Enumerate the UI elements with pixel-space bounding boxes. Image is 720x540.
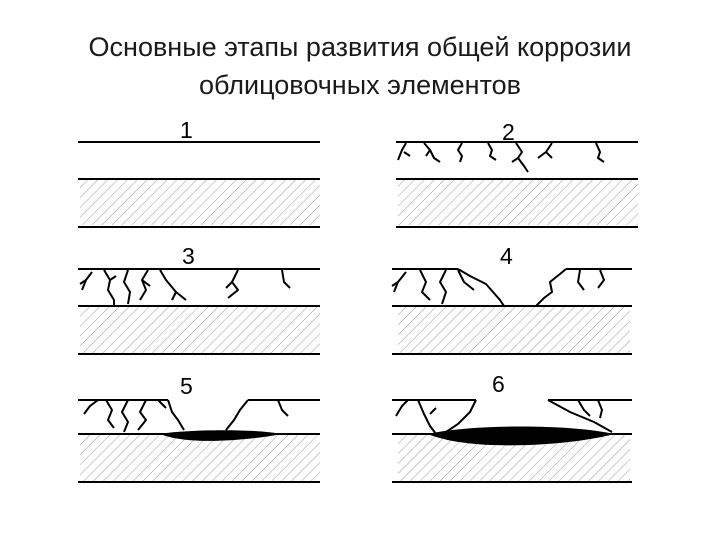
pit-edge <box>445 399 477 433</box>
stage-5-panel: 5 <box>78 373 320 483</box>
pit-edge <box>535 268 567 307</box>
deep-cracks <box>79 269 291 306</box>
stage-1-panel: 1 <box>78 117 320 228</box>
stage-2-number: 2 <box>502 119 515 145</box>
substrate-hatch <box>80 179 320 225</box>
stage-1-number: 1 <box>180 117 193 143</box>
pit-edge <box>225 399 249 431</box>
deep-cracks <box>391 269 605 305</box>
substrate-hatch <box>398 179 638 225</box>
pit-edge <box>457 268 505 307</box>
title-line-2: облицовочных элементов <box>199 70 521 100</box>
corrosion-lens <box>428 426 614 446</box>
deep-cracks <box>83 399 289 433</box>
substrate-hatch <box>398 306 630 353</box>
stage-6-number: 6 <box>492 371 505 397</box>
substrate-hatch <box>80 434 320 481</box>
pit-edge <box>547 399 613 433</box>
stage-2-panel: 2 <box>396 119 638 228</box>
stage-3-panel: 3 <box>78 243 320 355</box>
stage-4-panel: 4 <box>391 243 632 355</box>
diagram-title: Основные этапы развития общей коррозии о… <box>0 28 720 104</box>
deep-cracks <box>395 399 603 435</box>
surface-cracks <box>397 142 605 173</box>
stage-3-number: 3 <box>182 243 195 269</box>
substrate-hatch <box>80 306 320 353</box>
stage-5-number: 5 <box>180 373 193 399</box>
corrosion-lens <box>160 430 282 441</box>
title-line-1: Основные этапы развития общей коррозии <box>88 32 632 62</box>
pit-edge <box>167 399 185 431</box>
stage-4-number: 4 <box>500 243 513 269</box>
stage-6-panel: 6 <box>392 371 632 483</box>
